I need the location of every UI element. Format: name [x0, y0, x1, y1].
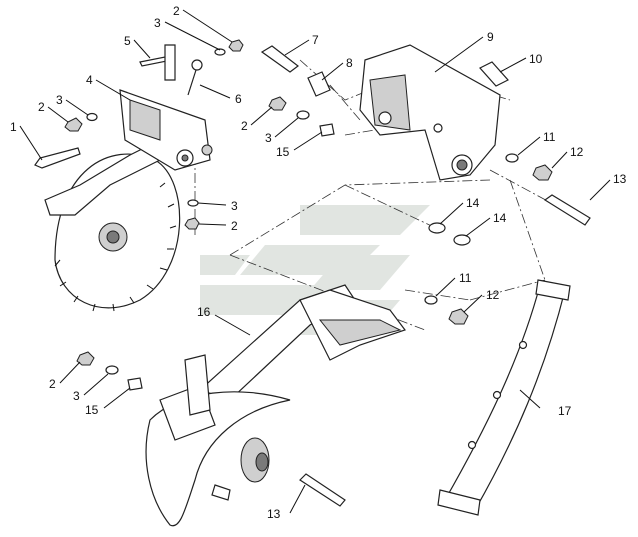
callout-9: 9	[487, 30, 494, 44]
callout-12: 12	[570, 145, 584, 159]
coulter-disc-assembly	[44, 89, 213, 312]
nut-12a	[532, 164, 553, 181]
callout-15: 15	[85, 403, 99, 417]
callout-2: 2	[241, 119, 248, 133]
callout-3: 3	[154, 16, 161, 30]
callout-15: 15	[276, 145, 290, 159]
callout-13: 13	[267, 507, 281, 521]
callout-11: 11	[543, 130, 556, 144]
callout-17: 17	[558, 404, 572, 418]
washer-14a	[428, 222, 446, 234]
callout-2: 2	[173, 4, 180, 18]
washer-11a	[505, 153, 519, 163]
callout-3: 3	[231, 199, 238, 213]
bolt-7	[260, 45, 299, 73]
nut-2mid	[184, 217, 200, 230]
bolt-10	[479, 61, 509, 87]
nut-2b	[268, 96, 287, 111]
callout-16: 16	[197, 305, 211, 319]
nut-2c	[76, 351, 95, 366]
callout-3: 3	[56, 93, 63, 107]
callout-5: 5	[124, 34, 131, 48]
callout-14: 14	[466, 196, 480, 210]
nut-12b	[448, 308, 469, 325]
callout-12: 12	[486, 288, 500, 302]
callout-7: 7	[312, 33, 319, 47]
callout-2: 2	[49, 377, 56, 391]
washer-14b	[453, 234, 471, 246]
washer-11b	[424, 295, 438, 305]
callout-2: 2	[231, 219, 238, 233]
callout-14: 14	[493, 211, 507, 225]
callout-3: 3	[265, 131, 272, 145]
bushing-15a	[319, 123, 335, 137]
callout-6: 6	[235, 92, 242, 106]
callout-8: 8	[346, 56, 353, 70]
bushing-15b	[127, 377, 143, 391]
callout-3: 3	[73, 389, 80, 403]
callout-10: 10	[529, 52, 543, 66]
nut-2top	[228, 39, 244, 52]
frame-arm-16	[145, 284, 406, 527]
callout-2: 2	[38, 100, 45, 114]
washer-3b	[296, 110, 310, 120]
bolt-13b	[299, 473, 346, 507]
callout-11: 11	[459, 271, 472, 285]
bolt-1	[34, 147, 81, 169]
eyebolt-6	[187, 69, 197, 96]
bolt-13a	[543, 194, 591, 226]
washer-3c	[105, 365, 119, 375]
callout-1: 1	[10, 120, 17, 134]
washer-3mid	[187, 199, 199, 207]
callout-labels: 1 2 2 2 2 2 3 3 3 3 3 4 5 6 7 8 9 10 11 …	[10, 4, 627, 521]
callout-13: 13	[613, 172, 627, 186]
nut-2a	[64, 117, 83, 132]
washer-3a	[86, 112, 98, 122]
washer-3top	[214, 48, 226, 56]
callout-4: 4	[86, 73, 93, 87]
hardware-parts	[34, 39, 591, 507]
curved-bar-17	[437, 279, 571, 516]
frame-bracket-9	[359, 44, 501, 181]
leader-lines	[19, 9, 611, 514]
